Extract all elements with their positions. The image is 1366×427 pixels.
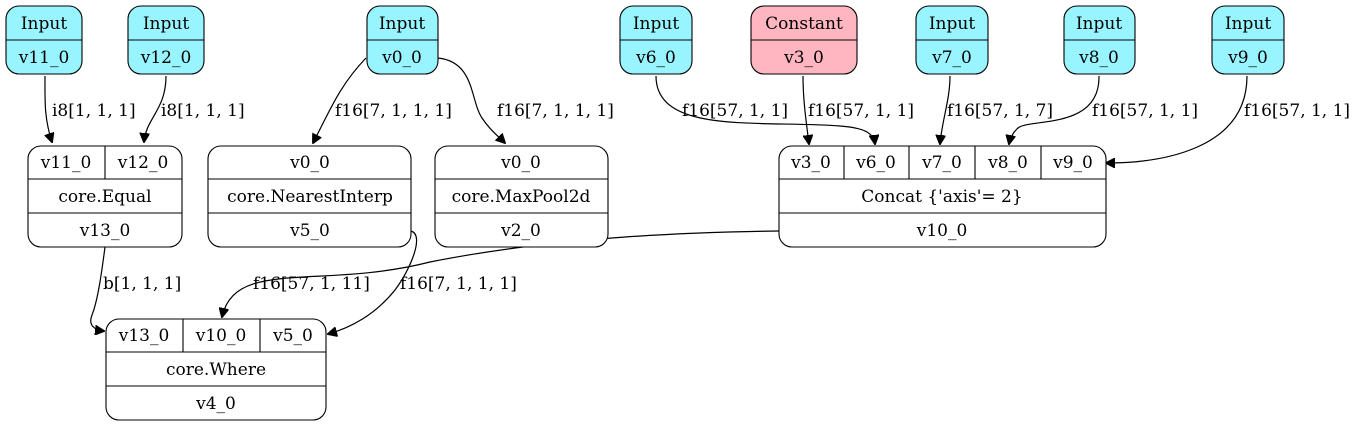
node-input-v8: Input v8_0 (1063, 5, 1136, 75)
input-port: v12_0 (117, 153, 169, 173)
node-box (207, 145, 412, 248)
node-input-v6: Input v6_0 (619, 5, 693, 75)
node-kind: Input (379, 14, 425, 34)
edge-path (655, 75, 875, 144)
node-kind: Input (1225, 14, 1271, 34)
output-name: v13_0 (79, 221, 131, 241)
edge-v6-to-concat: f16[57, 1, 1] (655, 75, 875, 144)
edges: i8[1, 1, 1] i8[1, 1, 1] f16[7, 1, 1, 1] … (44, 57, 1350, 334)
node-input-v9: Input v9_0 (1211, 5, 1285, 75)
edge-v3-to-concat: f16[57, 1, 1] (802, 75, 914, 144)
edge-label: f16[7, 1, 1, 1] (400, 274, 517, 294)
edge-path (437, 57, 505, 143)
edge-label: f16[57, 1, 1] (808, 101, 914, 121)
input-port: v11_0 (40, 153, 92, 173)
edge-label: f16[57, 1, 7] (947, 101, 1053, 121)
node-name: v7_0 (931, 48, 972, 68)
edge-path (940, 75, 951, 144)
node-input-v0: Input v0_0 (366, 5, 439, 75)
edge-label: f16[57, 1, 1] (682, 101, 788, 121)
node-op-nearest-interp: v0_0 core.NearestInterp v5_0 (207, 145, 412, 248)
node-kind: Input (143, 14, 189, 34)
edge-concat-to-where: f16[57, 1, 11] (222, 230, 780, 317)
input-port: v8_0 (987, 153, 1028, 173)
edge-path (1106, 75, 1248, 163)
input-port: v0_0 (289, 153, 330, 173)
node-kind: Input (21, 14, 67, 34)
node-kind: Input (633, 14, 679, 34)
node-op-maxpool2d: v0_0 core.MaxPool2d v2_0 (434, 145, 609, 248)
input-port: v10_0 (195, 326, 247, 346)
edge-path (90, 246, 106, 331)
edge-v7-to-concat: f16[57, 1, 7] (940, 75, 1053, 144)
op-name: core.Where (166, 360, 266, 380)
edge-v9-to-concat: f16[57, 1, 1] (1106, 75, 1350, 163)
node-box (105, 318, 327, 421)
node-name: v0_0 (381, 48, 422, 68)
edge-path (44, 75, 52, 142)
edge-v11-to-equal: i8[1, 1, 1] (44, 75, 136, 142)
node-kind: Constant (765, 14, 843, 34)
node-name: v3_0 (783, 48, 824, 68)
edge-label: f16[7, 1, 1, 1] (335, 101, 452, 121)
edge-path (328, 230, 418, 334)
node-op-equal: v11_0 v12_0 core.Equal v13_0 (27, 145, 183, 248)
edge-equal-to-where: b[1, 1, 1] (90, 246, 181, 331)
edge-path (313, 57, 367, 143)
node-name: v9_0 (1227, 48, 1268, 68)
edge-v0-to-nearest: f16[7, 1, 1, 1] (313, 57, 452, 143)
edge-label: f16[57, 1, 1] (1244, 101, 1350, 121)
edge-label: b[1, 1, 1] (103, 274, 181, 294)
node-input-v11: Input v11_0 (5, 5, 83, 75)
node-constant-v3: Constant v3_0 (750, 5, 858, 75)
input-port: v0_0 (500, 153, 541, 173)
node-box (778, 145, 1107, 248)
input-port: v5_0 (272, 326, 313, 346)
node-op-where: v13_0 v10_0 v5_0 core.Where v4_0 (105, 318, 327, 421)
input-port: v3_0 (790, 153, 831, 173)
node-name: v8_0 (1078, 48, 1119, 68)
edge-path (1009, 75, 1100, 144)
node-name: v12_0 (140, 48, 192, 68)
edge-nearest-to-where: f16[7, 1, 1, 1] (328, 230, 517, 334)
edge-path (802, 75, 809, 144)
edge-v8-to-concat: f16[57, 1, 1] (1009, 75, 1198, 144)
edge-v0-to-maxpool: f16[7, 1, 1, 1] (437, 57, 614, 143)
node-box (434, 145, 609, 248)
output-name: v4_0 (195, 394, 236, 414)
input-port: v13_0 (118, 326, 170, 346)
op-name: core.NearestInterp (227, 187, 393, 207)
node-name: v11_0 (18, 48, 70, 68)
node-input-v12: Input v12_0 (127, 5, 205, 75)
node-kind: Input (929, 14, 975, 34)
edge-label: f16[57, 1, 11] (253, 274, 370, 294)
op-name: core.MaxPool2d (452, 187, 591, 207)
output-name: v10_0 (916, 221, 968, 241)
edge-label: f16[7, 1, 1, 1] (497, 101, 614, 121)
edge-label: f16[57, 1, 1] (1092, 101, 1198, 121)
edge-label: i8[1, 1, 1] (161, 101, 245, 121)
input-port: v9_0 (1052, 153, 1093, 173)
node-kind: Input (1076, 14, 1122, 34)
edge-path (222, 230, 780, 317)
output-name: v5_0 (289, 221, 330, 241)
op-name: Concat {'axis'= 2} (861, 187, 1022, 207)
edge-path (144, 75, 167, 142)
input-port: v6_0 (855, 153, 896, 173)
node-input-v7: Input v7_0 (915, 5, 989, 75)
input-port: v7_0 (921, 153, 962, 173)
output-name: v2_0 (500, 221, 541, 241)
edge-v12-to-equal: i8[1, 1, 1] (144, 75, 245, 142)
op-name: core.Equal (58, 187, 151, 207)
node-name: v6_0 (635, 48, 676, 68)
node-op-concat: v3_0 v6_0 v7_0 v8_0 v9_0 Concat {'axis'=… (778, 145, 1107, 248)
edge-label: i8[1, 1, 1] (52, 101, 136, 121)
